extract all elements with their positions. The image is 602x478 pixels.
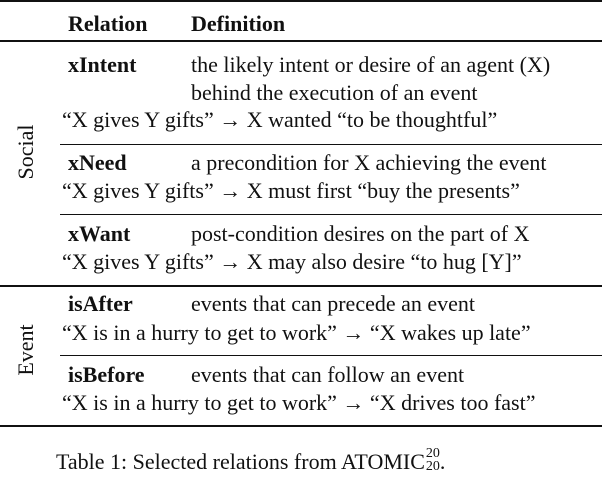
definition-isafter: events that can precede an event <box>191 291 476 316</box>
definition-xintent-line1: the likely intent or desire of an agent … <box>191 52 551 77</box>
header-relation: Relation <box>68 11 148 36</box>
caption-superscript: 20 <box>425 445 440 461</box>
example-isafter: “X is in a hurry to get to work” → “X wa… <box>62 320 531 345</box>
definition-xneed: a precondition for X achieving the event <box>191 150 547 175</box>
caption-period: . <box>439 449 446 474</box>
top-rule <box>0 0 602 2</box>
definition-xwant: post-condition desires on the part of X <box>191 221 530 246</box>
divider-event-1 <box>60 355 602 356</box>
caption-subscript: 20 <box>425 458 440 474</box>
group-rule <box>0 285 602 287</box>
example-xneed: “X gives Y gifts” → X must first “buy th… <box>62 178 520 203</box>
example-xintent: “X gives Y gifts” → X wanted “to be thou… <box>62 107 498 132</box>
header-definition: Definition <box>191 11 286 36</box>
header-rule <box>0 40 602 42</box>
divider-social-2 <box>60 214 602 215</box>
example-isbefore: “X is in a hurry to get to work” → “X dr… <box>62 390 536 415</box>
definition-xintent-line2: behind the execution of an event <box>191 80 478 105</box>
example-xwant: “X gives Y gifts” → X may also desire “t… <box>62 249 522 274</box>
bottom-rule <box>0 425 602 427</box>
group-label-event: Event <box>13 324 38 376</box>
relation-xwant: xWant <box>68 221 131 246</box>
divider-social-1 <box>60 144 602 145</box>
definition-isbefore: events that can follow an event <box>191 362 465 387</box>
caption-text: Table 1: Selected relations from ATOMIC <box>56 449 425 474</box>
relation-xneed: xNeed <box>68 150 127 175</box>
group-label-social: Social <box>13 124 38 180</box>
relation-xintent: xIntent <box>68 52 137 77</box>
relation-isbefore: isBefore <box>68 362 145 387</box>
relation-isafter: isAfter <box>68 291 133 316</box>
